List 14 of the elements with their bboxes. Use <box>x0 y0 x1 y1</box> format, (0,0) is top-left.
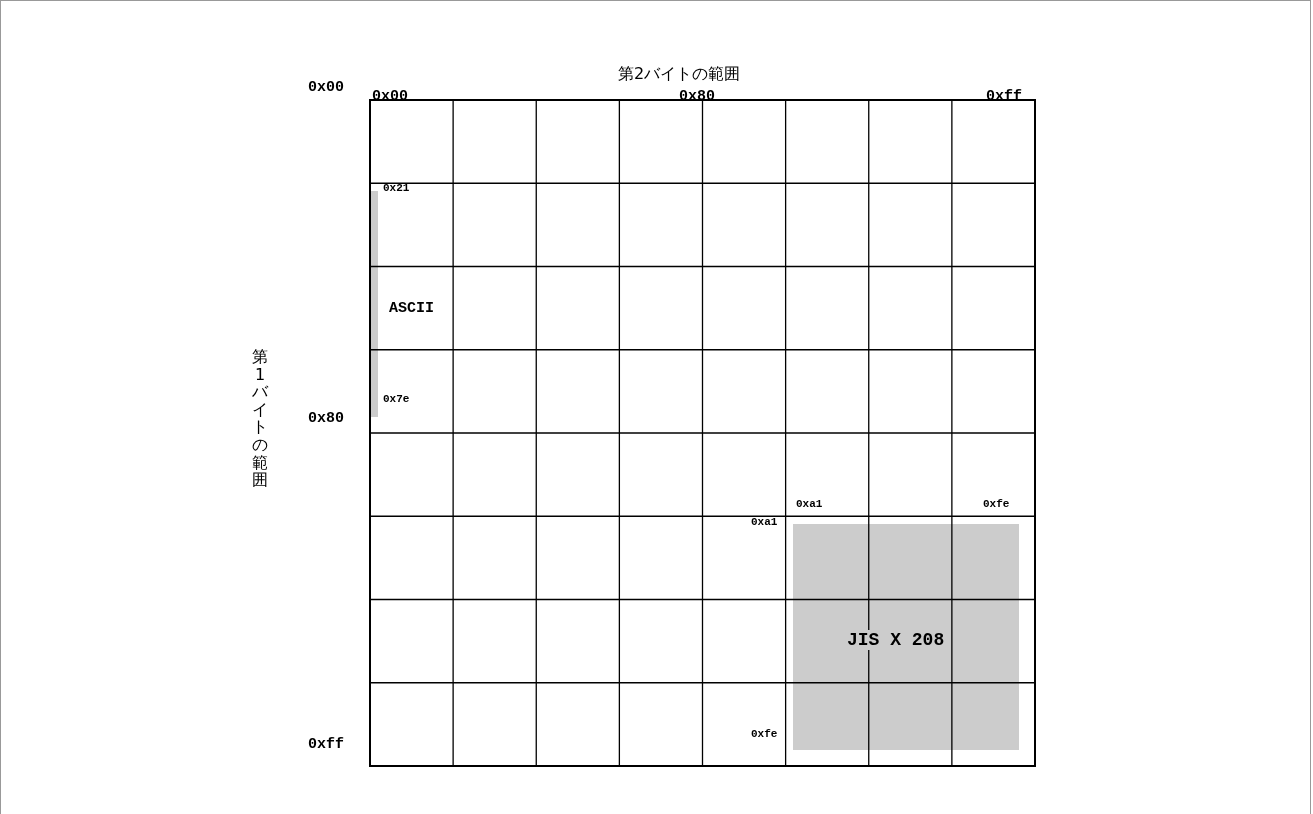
range-bound-label: 0xfe <box>982 499 1011 510</box>
range-label: ASCII <box>389 301 434 316</box>
range-bound-label: 0x21 <box>383 183 410 194</box>
range-bound-label: 0xfe <box>751 729 778 740</box>
axis-title: 第2バイトの範囲 <box>618 66 741 82</box>
tick-label: 0x00 <box>308 80 344 95</box>
tick-label: 0xff <box>308 737 344 752</box>
tick-label: 0x80 <box>308 411 344 426</box>
range-label: JIS X 208 <box>845 630 947 650</box>
axis-title: 第1バイトの範囲 <box>252 348 268 489</box>
range-bound-label: 0x7e <box>383 394 410 405</box>
range-bound-label: 0xa1 <box>795 499 824 510</box>
range-area <box>793 524 1019 750</box>
range-bound-label: 0xa1 <box>751 517 778 528</box>
